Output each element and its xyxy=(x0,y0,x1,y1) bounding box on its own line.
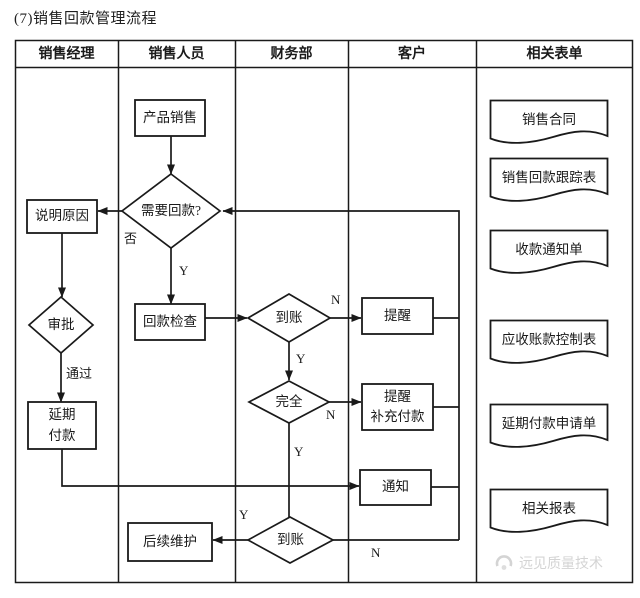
table-border xyxy=(14,39,634,584)
form-related-reports: 相关报表 xyxy=(522,501,576,516)
complete-label: 完全 xyxy=(275,393,303,409)
page-title: (7)销售回款管理流程 xyxy=(14,11,157,27)
lane-header-sales-manager: 销售经理 xyxy=(38,47,95,62)
payment-check-label: 回款检查 xyxy=(143,313,197,329)
doc-receipt-notice xyxy=(489,229,609,274)
approve-label: 审批 xyxy=(47,316,75,332)
process-boxes xyxy=(26,99,434,562)
form-receivable-control: 应收账款控制表 xyxy=(501,332,597,347)
explain-reason-label: 说明原因 xyxy=(35,208,89,224)
watermark-text: 远见质量技术 xyxy=(519,557,603,572)
label-n-arrived: N xyxy=(331,292,341,307)
label-pass: 通过 xyxy=(66,366,93,381)
label-n-bottom: N xyxy=(371,545,381,560)
flow-connectors xyxy=(57,136,460,544)
doc-receivable-control xyxy=(489,319,609,364)
arrived-bottom-diamond xyxy=(246,516,335,564)
payment-check-box xyxy=(134,303,206,341)
lane-header-finance: 财务部 xyxy=(270,47,313,62)
form-sales-contract: 销售合同 xyxy=(522,112,576,127)
document-shapes xyxy=(489,99,609,533)
label-y-need: Y xyxy=(179,263,189,278)
explain-reason-box xyxy=(26,199,98,234)
label-y-complete: Y xyxy=(294,444,304,459)
arrived-bottom-label: 到账 xyxy=(277,531,304,547)
decision-diamonds xyxy=(27,172,335,564)
swimlane-grid xyxy=(14,39,634,584)
need-payment-label: 需要回款? xyxy=(141,202,201,218)
follow-up-label: 后续维护 xyxy=(143,533,197,549)
form-receipt-notice: 收款通知单 xyxy=(515,242,583,257)
label-no: 否 xyxy=(124,231,138,246)
form-payment-tracking: 销售回款跟踪表 xyxy=(501,170,597,185)
doc-sales-contract xyxy=(489,99,609,144)
doc-deferred-application xyxy=(489,403,609,448)
label-y-bottom: Y xyxy=(239,507,249,522)
follow-up-box xyxy=(127,522,213,562)
product-sales-box xyxy=(134,99,206,137)
label-y-arrived: Y xyxy=(296,351,306,366)
doc-related-reports xyxy=(489,488,609,533)
form-deferred-application: 延期付款申请单 xyxy=(501,416,597,431)
notify-box xyxy=(359,469,432,506)
remind-supplement-label: 提醒 补充付款 xyxy=(370,388,425,424)
doc-payment-tracking xyxy=(489,157,609,202)
notify-label: 通知 xyxy=(382,479,409,495)
remind-label: 提醒 xyxy=(384,307,411,323)
edge-deferred-notify xyxy=(61,449,360,490)
lane-header-forms: 相关表单 xyxy=(526,47,583,62)
deferred-payment-label: 延期 付款 xyxy=(48,406,76,443)
watermark: 远见质量技术 xyxy=(494,551,628,575)
product-sales-label: 产品销售 xyxy=(143,109,197,125)
remind-supplement-box xyxy=(361,383,434,431)
lane-header-sales-staff: 销售人员 xyxy=(148,47,205,62)
edge-return-to-need xyxy=(222,207,460,540)
lane-header-customer: 客户 xyxy=(398,47,426,62)
arrived-top-label: 到账 xyxy=(275,309,303,325)
label-n-complete: N xyxy=(326,407,336,422)
watermark-logo-icon xyxy=(495,555,513,570)
remind-box xyxy=(361,297,434,335)
